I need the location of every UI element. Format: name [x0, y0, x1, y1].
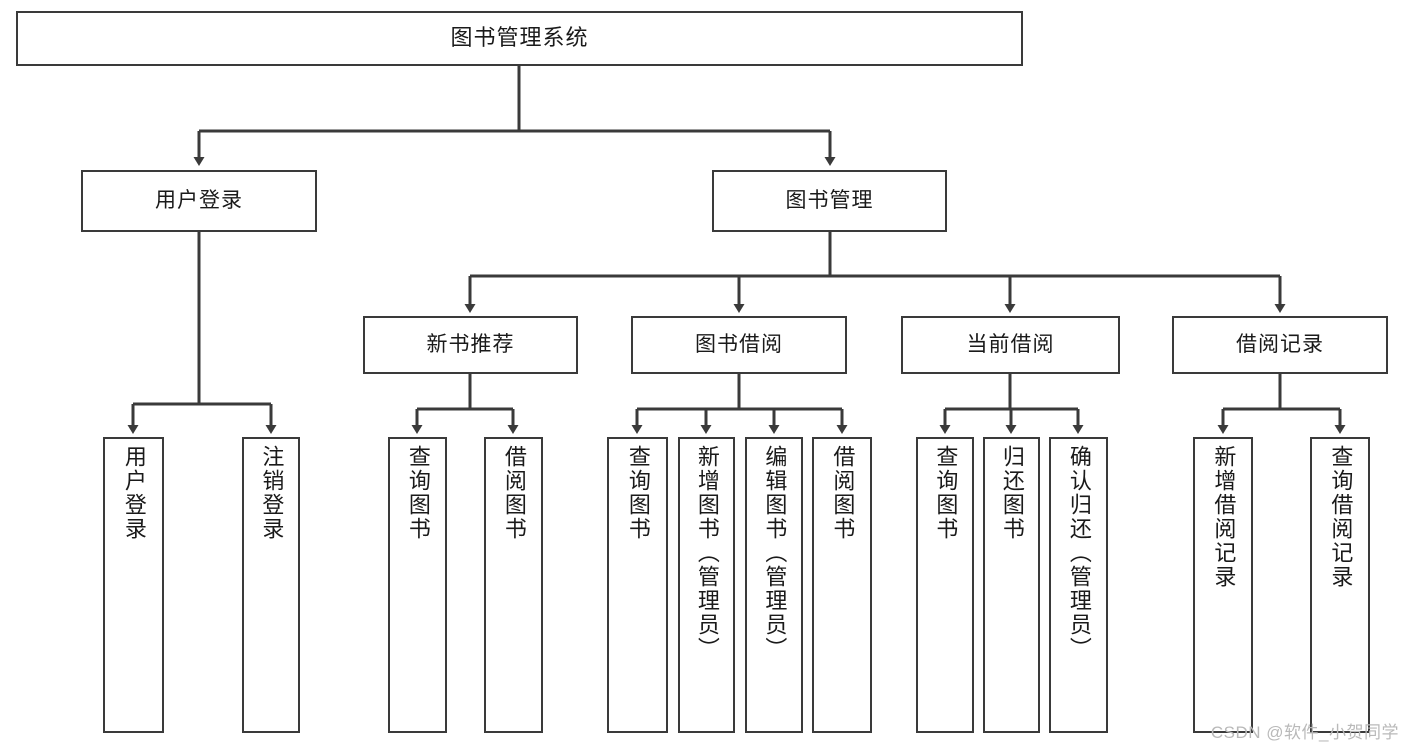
- leaf-label: 借阅图书: [501, 445, 527, 541]
- node-borrow-record[interactable]: 借阅记录: [1172, 316, 1388, 374]
- leaf-confirm-return-admin[interactable]: 确认归还（管理员）: [1049, 437, 1108, 733]
- node-new-book-recommend-label: 新书推荐: [426, 333, 515, 357]
- leaf-label: 借阅图书: [830, 445, 856, 541]
- node-new-book-recommend[interactable]: 新书推荐: [363, 316, 578, 374]
- leaf-label: 新增借阅记录: [1211, 445, 1237, 589]
- node-root-label: 图书管理系统: [450, 25, 589, 51]
- leaf-query-book-current[interactable]: 查询图书: [916, 437, 974, 733]
- leaf-label: 查询图书: [933, 445, 959, 541]
- node-book-borrow-label: 图书借阅: [695, 333, 783, 357]
- leaf-logout[interactable]: 注销登录: [242, 437, 300, 733]
- leaf-user-login[interactable]: 用户登录: [103, 437, 164, 733]
- node-current-borrow-label: 当前借阅: [966, 333, 1055, 357]
- leaf-label: 确认归还（管理员）: [1066, 445, 1092, 661]
- leaf-label: 查询借阅记录: [1328, 445, 1354, 589]
- leaf-label: 新增图书（管理员）: [694, 445, 720, 661]
- node-borrow-record-label: 借阅记录: [1236, 333, 1324, 357]
- node-book-management-label: 图书管理: [785, 189, 874, 213]
- leaf-label: 查询图书: [625, 445, 651, 541]
- leaf-query-book-borrow[interactable]: 查询图书: [607, 437, 668, 733]
- leaf-query-book-recommend[interactable]: 查询图书: [388, 437, 447, 733]
- leaf-label: 注销登录: [259, 445, 285, 541]
- node-user-login-label: 用户登录: [155, 189, 243, 213]
- leaf-query-borrow-record[interactable]: 查询借阅记录: [1310, 437, 1370, 733]
- leaf-borrow-book[interactable]: 借阅图书: [812, 437, 872, 733]
- node-book-management[interactable]: 图书管理: [712, 170, 947, 232]
- node-book-borrow[interactable]: 图书借阅: [631, 316, 847, 374]
- leaf-return-book[interactable]: 归还图书: [983, 437, 1040, 733]
- leaf-borrow-book-recommend[interactable]: 借阅图书: [484, 437, 543, 733]
- leaf-label: 用户登录: [121, 445, 147, 541]
- leaf-add-borrow-record[interactable]: 新增借阅记录: [1193, 437, 1253, 733]
- watermark: CSDN @软件_小贺同学: [1210, 723, 1399, 742]
- leaf-edit-book-admin[interactable]: 编辑图书（管理员）: [745, 437, 803, 733]
- node-root[interactable]: 图书管理系统: [16, 11, 1023, 66]
- node-user-login[interactable]: 用户登录: [81, 170, 317, 232]
- leaf-label: 归还图书: [999, 445, 1025, 541]
- leaf-label: 查询图书: [405, 445, 431, 541]
- node-current-borrow[interactable]: 当前借阅: [901, 316, 1120, 374]
- leaf-add-book-admin[interactable]: 新增图书（管理员）: [678, 437, 735, 733]
- leaf-label: 编辑图书（管理员）: [762, 445, 788, 661]
